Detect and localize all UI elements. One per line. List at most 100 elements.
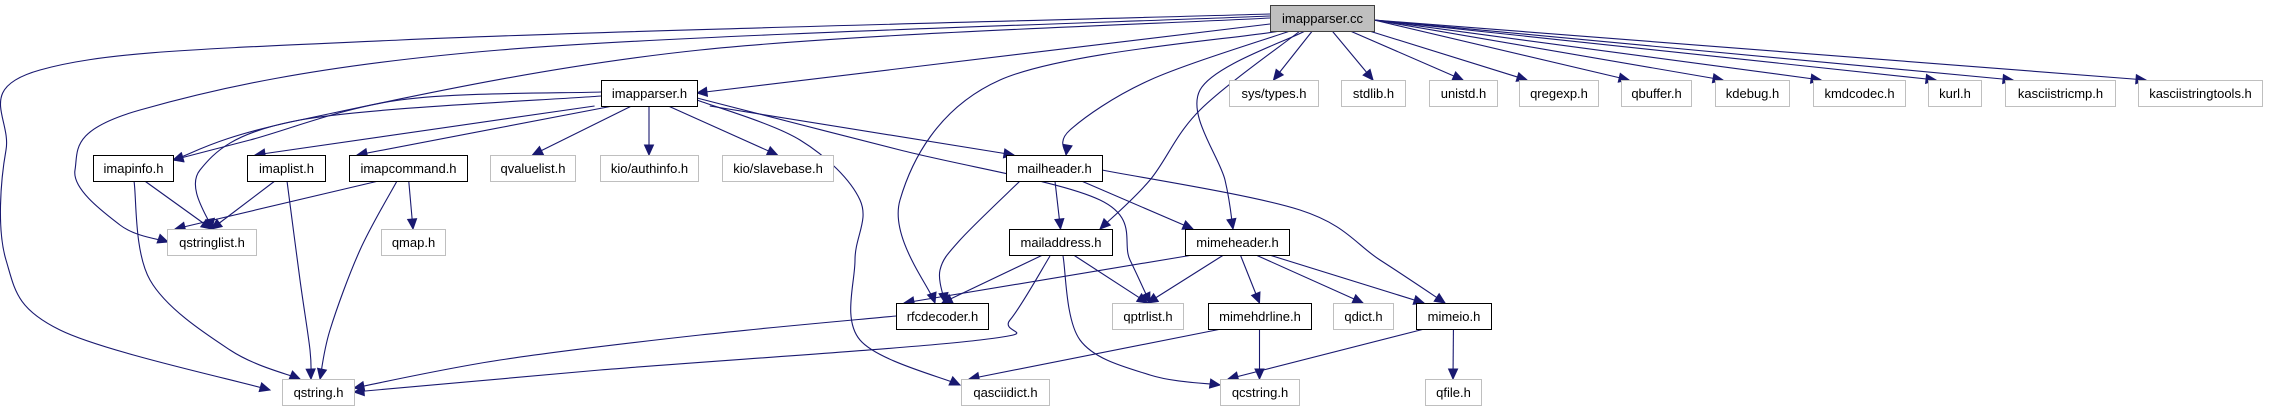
node-box[interactable] (896, 303, 989, 330)
edge-imapparser-cc-to-mailheader-h (1062, 30, 1291, 157)
node-box[interactable] (722, 155, 834, 182)
edge-mailaddress-h-to-rfcdecoder-h (940, 254, 1043, 304)
nodes-layer: imapparser.cc imapparser.h sys/types.h stdl… (93, 5, 2263, 406)
node-kmdcodec-h[interactable]: kmdcodec.h (1813, 80, 1906, 107)
edge-line (74, 15, 1271, 243)
node-imapparser-h[interactable]: imapparser.h (601, 80, 698, 107)
node-qvaluelist-h[interactable]: qvaluelist.h (490, 155, 576, 182)
node-box[interactable] (1112, 303, 1184, 330)
node-mimeheader-h[interactable]: mimeheader.h (1185, 229, 1290, 256)
node-label: kasciistringtools.h (2149, 86, 2252, 101)
node-box[interactable] (1429, 80, 1498, 107)
node-box[interactable] (2138, 80, 2263, 107)
node-box[interactable] (1621, 80, 1692, 107)
node-kasciistringtools-h[interactable]: kasciistringtools.h (2138, 80, 2263, 107)
node-kurl-h[interactable]: kurl.h (1928, 80, 1982, 107)
edge-line (174, 180, 379, 230)
node-box[interactable] (1006, 155, 1103, 182)
node-box[interactable] (282, 379, 355, 406)
edge-line (696, 99, 961, 386)
node-mailheader-h[interactable]: mailheader.h (1006, 155, 1103, 182)
node-rfcdecoder-h[interactable]: rfcdecoder.h (896, 303, 989, 330)
node-box[interactable] (381, 229, 446, 256)
edge-line (353, 315, 897, 389)
node-label: mailheader.h (1017, 161, 1091, 176)
arrowhead-icon (940, 293, 954, 304)
node-label: qregexp.h (1530, 86, 1588, 101)
edge-line (903, 254, 1193, 304)
arrowhead-icon (1181, 220, 1195, 230)
node-mimehdrline-h[interactable]: mimehdrline.h (1208, 303, 1312, 330)
node-label: mimehdrline.h (1219, 309, 1301, 324)
node-imaplist-h[interactable]: imaplist.h (247, 155, 326, 182)
edge-line (172, 17, 1271, 161)
node-qcstring-h[interactable]: qcstring.h (1220, 379, 1300, 406)
node-sys-types-h[interactable]: sys/types.h (1229, 80, 1319, 107)
node-box[interactable] (961, 379, 1050, 406)
edge-imapparser-cc-to-kmdcodec-h (1373, 19, 1823, 84)
edges-layer (0, 13, 2148, 397)
node-box[interactable] (93, 155, 174, 182)
edge-line (254, 105, 595, 156)
node-qptrlist-h[interactable]: qptrlist.h (1112, 303, 1184, 330)
node-box[interactable] (1425, 379, 1482, 406)
node-imapinfo-h[interactable]: imapinfo.h (93, 155, 174, 182)
edge-imapparser-h-to-kio-authinfo-h (643, 106, 655, 157)
node-qfile-h[interactable]: qfile.h (1425, 379, 1482, 406)
node-label: qstring.h (294, 385, 344, 400)
node-qasciidict-h[interactable]: qasciidict.h (961, 379, 1050, 406)
node-box[interactable] (2005, 80, 2116, 107)
node-box[interactable] (167, 229, 257, 256)
node-qmap-h[interactable]: qmap.h (381, 229, 446, 256)
edge-line (286, 180, 312, 380)
node-box[interactable] (601, 80, 698, 107)
node-qregexp-h[interactable]: qregexp.h (1519, 80, 1599, 107)
node-box[interactable] (247, 155, 326, 182)
node-label: imaplist.h (259, 161, 314, 176)
node-label: kmdcodec.h (1824, 86, 1894, 101)
node-box[interactable] (600, 155, 699, 182)
node-stdlib-h[interactable]: stdlib.h (1341, 80, 1406, 107)
node-imapcommand-h[interactable]: imapcommand.h (349, 155, 468, 182)
node-box[interactable] (1341, 80, 1406, 107)
node-box[interactable] (490, 155, 576, 182)
node-box[interactable] (349, 155, 468, 182)
arrowhead-icon (695, 86, 709, 97)
edge-imapparser-cc-to-qstring-h (0, 13, 1271, 393)
node-mimeio-h[interactable]: mimeio.h (1416, 303, 1492, 330)
node-unistd-h[interactable]: unistd.h (1429, 80, 1498, 107)
edge-line (668, 105, 778, 156)
node-kdebug-h[interactable]: kdebug.h (1715, 80, 1790, 107)
edge-mimehdrline-h-to-qasciidict-h (967, 328, 1222, 383)
node-qstring-h[interactable]: qstring.h (282, 379, 355, 406)
edge-imapparser-cc-to-stdlib-h (1331, 30, 1374, 81)
node-box[interactable] (1813, 80, 1906, 107)
edge-line (144, 180, 212, 230)
node-box[interactable] (1185, 229, 1290, 256)
node-mailaddress-h[interactable]: mailaddress.h (1009, 229, 1113, 256)
node-label: rfcdecoder.h (907, 309, 979, 324)
node-kio-slavebase-h[interactable]: kio/slavebase.h (722, 155, 834, 182)
arrowhead-icon (210, 218, 224, 230)
edge-mimeio-h-to-qfile-h (1447, 328, 1459, 381)
node-label: qfile.h (1436, 385, 1471, 400)
edge-imapparser-cc-to-kurl-h (1373, 19, 1938, 85)
node-imapparser-cc[interactable]: imapparser.cc (1270, 5, 1375, 32)
node-box[interactable] (1229, 80, 1319, 107)
node-kasciistricmp-h[interactable]: kasciistricmp.h (2005, 80, 2116, 107)
node-box[interactable] (1928, 80, 1982, 107)
node-box[interactable] (1270, 5, 1375, 32)
node-box[interactable] (1519, 80, 1599, 107)
node-qbuffer-h[interactable]: qbuffer.h (1621, 80, 1692, 107)
node-qstringlist-h[interactable]: qstringlist.h (167, 229, 257, 256)
node-box[interactable] (1715, 80, 1790, 107)
node-box[interactable] (1009, 229, 1113, 256)
node-box[interactable] (1208, 303, 1312, 330)
node-box[interactable] (1333, 303, 1394, 330)
edge-imapparser-h-to-qptrlist-h (696, 97, 1151, 305)
node-qdict-h[interactable]: qdict.h (1333, 303, 1394, 330)
node-box[interactable] (1416, 303, 1492, 330)
node-box[interactable] (1220, 379, 1300, 406)
node-kio-authinfo-h[interactable]: kio/authinfo.h (600, 155, 699, 182)
